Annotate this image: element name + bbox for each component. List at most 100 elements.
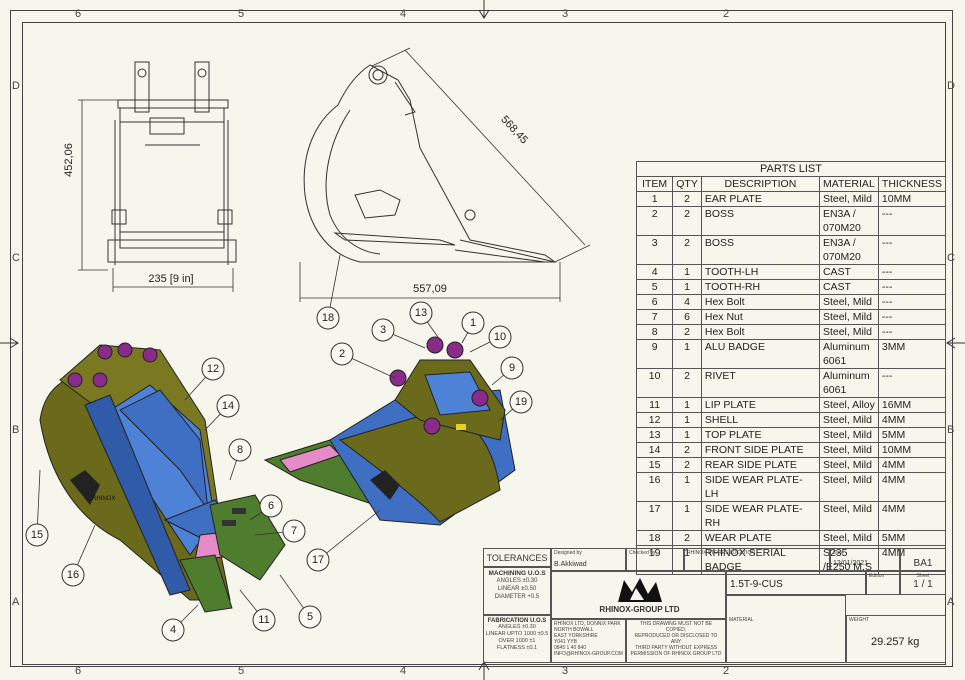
balloon-label: 18	[322, 312, 334, 324]
parts-cell-material: Steel, Mild	[818, 457, 879, 473]
parts-cell-item: 9	[635, 339, 674, 369]
parts-cell-material: Steel, Mild	[818, 501, 879, 531]
balloon-17: 17	[306, 509, 381, 572]
parts-cell-thickness: ---	[877, 368, 947, 398]
zone-bottom-6: 6	[75, 665, 82, 677]
parts-cell-description: SHELL	[700, 412, 820, 428]
copyright-line-3: THIRD PARTY WITHOUT EXPRESS	[634, 645, 718, 651]
parts-cell-description: WEAR PLATE	[700, 530, 820, 546]
front-dimensions	[78, 99, 234, 292]
parts-cell-material: Steel, Mild	[818, 442, 879, 458]
zone-right-A: A	[947, 596, 955, 608]
part-number-cell: 1.5T-9-CUS	[726, 571, 866, 595]
zone-top-5: 5	[238, 8, 245, 20]
parts-cell-qty: 1	[672, 264, 702, 280]
parts-list-title: PARTS LIST	[636, 161, 946, 177]
sheet-value: 1 / 1	[913, 579, 933, 590]
parts-cell-material: Steel, Mild	[818, 530, 879, 546]
material-label: MATERIAL	[729, 617, 754, 623]
parts-cell-qty: 2	[672, 442, 702, 458]
side-brand-label: RHINOX	[92, 496, 115, 502]
sheet-cell: Sheet 1 / 1	[900, 571, 946, 595]
address-line-6: INFO@RHINOX-GROUP.COM	[554, 651, 623, 657]
parts-cell-item: 13	[635, 427, 674, 443]
balloon-3: 3	[371, 318, 426, 349]
parts-cell-item: 7	[635, 309, 674, 325]
parts-cell-description: Hex Nut	[700, 309, 820, 325]
parts-cell-thickness: 5MM	[877, 530, 947, 546]
parts-cell-thickness: 5MM	[877, 427, 947, 443]
balloon-14: 14	[204, 394, 240, 431]
parts-cell-qty: 1	[672, 501, 702, 531]
parts-cell-description: SIDE WEAR PLATE-LH	[700, 472, 820, 502]
zone-top-2: 2	[723, 8, 730, 20]
side-dimensions	[299, 47, 591, 302]
balloon-19: 19	[499, 390, 533, 421]
iso-view-right	[263, 336, 516, 526]
parts-cell-description: ALU BADGE	[700, 339, 820, 369]
zone-bottom-5: 5	[238, 665, 245, 677]
location-cell: RHINOX STORES LOCATION	[684, 548, 830, 571]
balloon-label: 10	[494, 331, 506, 343]
balloon-label: 17	[312, 554, 324, 566]
parts-cell-item: 3	[635, 235, 674, 265]
parts-cell-thickness: ---	[877, 279, 947, 295]
parts-cell-thickness: 10MM	[877, 442, 947, 458]
balloon-label: 7	[291, 525, 297, 537]
parts-cell-description: TOP PLATE	[700, 427, 820, 443]
balloon-2: 2	[330, 342, 396, 379]
parts-cell-description: BOSS	[700, 235, 820, 265]
parts-cell-description: LIP PLATE	[700, 397, 820, 413]
balloon-label: 3	[380, 324, 386, 336]
balloon-label: 1	[470, 317, 476, 329]
company-logo-cell: RHINOX-GROUP LTD	[551, 571, 726, 619]
balloon-6: 6	[249, 494, 283, 521]
address-line-1: RHINOX LTD, DONNIX PARK	[554, 621, 621, 627]
machining-line-2: LINEAR ±0.50	[497, 586, 537, 592]
parts-cell-qty: 2	[672, 530, 702, 546]
parts-cell-description: REAR SIDE PLATE	[700, 457, 820, 473]
balloon-label: 5	[307, 611, 313, 623]
parts-cell-description: TOOTH-LH	[700, 264, 820, 280]
zone-right-D: D	[947, 80, 955, 92]
parts-cell-description: Hex Bolt	[700, 324, 820, 340]
parts-cell-material: Steel, Alloy	[818, 397, 879, 413]
parts-cell-qty: 2	[672, 206, 702, 236]
parts-cell-thickness: 4MM	[877, 412, 947, 428]
balloon-15: 15	[25, 469, 49, 547]
parts-cell-thickness: 10MM	[877, 191, 947, 207]
parts-cell-qty: 2	[672, 457, 702, 473]
date-value: 12/01/2021	[833, 560, 869, 567]
zone-bottom-2: 2	[723, 665, 730, 677]
dim-height-label: 452,06	[63, 143, 75, 177]
location-label: RHINOX STORES LOCATION	[687, 550, 755, 556]
copyright-line-4: PERMISSION OF RHINOX GROUP LTD	[630, 651, 722, 657]
parts-cell-item: 10	[635, 368, 674, 398]
iso-view-left: RHINOX	[39, 342, 286, 613]
balloon-label: 19	[515, 396, 527, 408]
parts-cell-item: 14	[635, 442, 674, 458]
parts-cell-material: EN3A / 070M20	[818, 235, 879, 265]
parts-cell-thickness: 4MM	[877, 501, 947, 531]
fabrication-line-4: FLATNESS ±0.1	[496, 645, 538, 651]
balloon-label: 8	[237, 444, 243, 456]
balloon-10: 10	[469, 325, 512, 353]
weight-cell: WEIGHT 29.257 kg	[846, 615, 946, 663]
zone-bottom-4: 4	[400, 665, 407, 677]
parts-cell-material: Steel, Mild	[818, 324, 879, 340]
parts-cell-qty: 1	[672, 279, 702, 295]
fabrication-line-1: ANGLES ±0.30	[498, 624, 536, 630]
balloon-1: 1	[461, 311, 485, 344]
parts-cell-material: CAST	[818, 279, 879, 295]
balloon-4: 4	[161, 604, 199, 642]
parts-cell-material: Steel, Mild	[818, 427, 879, 443]
parts-cell-material: Steel, Mild	[818, 191, 879, 207]
